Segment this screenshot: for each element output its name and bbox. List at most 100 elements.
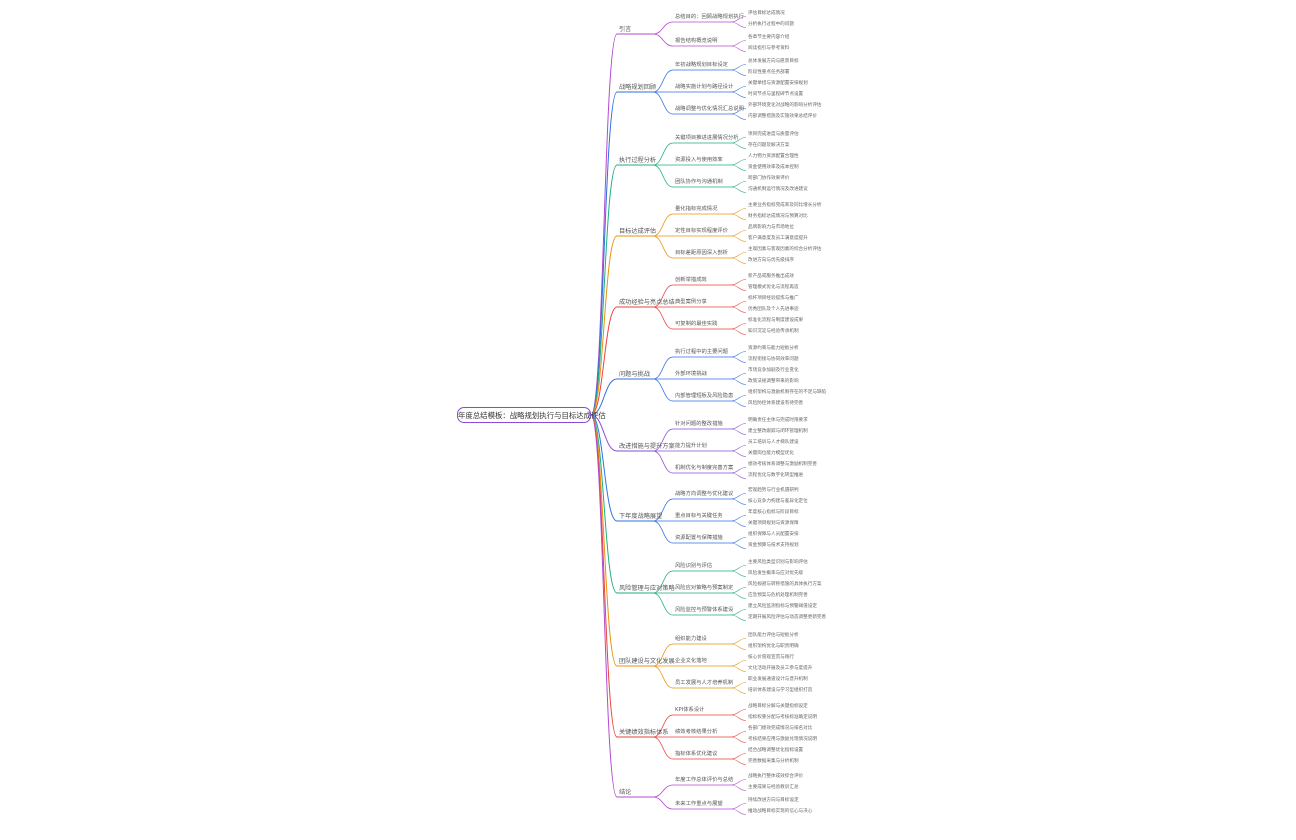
branch-topic[interactable]: 下年度战略展望 (619, 513, 663, 520)
leaf-topic[interactable]: 完善数据采集与分析机制 (748, 758, 799, 764)
leaf-topic[interactable]: 财务指标达成情况与预算对比 (748, 213, 808, 219)
subtopic[interactable]: 创新举措成效 (675, 277, 707, 283)
leaf-topic[interactable]: 流程衔接与协同效率问题 (748, 356, 799, 362)
subtopic[interactable]: 年初战略规划目标设定 (675, 62, 728, 68)
subtopic[interactable]: 报告结构概览说明 (675, 38, 718, 44)
leaf-topic[interactable]: 新产品或服务推出成效 (748, 273, 794, 279)
leaf-topic[interactable]: 宏观趋势与行业机遇研判 (748, 487, 799, 493)
branch-topic[interactable]: 风险管理与应对策略 (619, 585, 675, 592)
leaf-topic[interactable]: 人力物力资源配置合理性 (748, 153, 799, 159)
leaf-topic[interactable]: 评估目标达成情况 (748, 10, 785, 16)
leaf-topic[interactable]: 关键岗位能力模型优化 (748, 450, 794, 456)
subtopic[interactable]: 重点目标与关键任务 (675, 513, 723, 519)
leaf-topic[interactable]: 应急预案与危机处理机制完善 (748, 592, 808, 598)
subtopic[interactable]: 企业文化落地 (675, 658, 707, 664)
root-topic[interactable]: 年度总结模板：战略规划执行与目标达成评估 (457, 407, 606, 423)
leaf-topic[interactable]: 战略目标分解与关键指标设定 (748, 703, 808, 709)
leaf-topic[interactable]: 阶段性重点任务部署 (748, 69, 790, 75)
leaf-topic[interactable]: 推动战略目标实现的信心与决心 (748, 808, 813, 814)
leaf-topic[interactable]: 年度核心指标与阶段目标 (748, 509, 799, 515)
leaf-topic[interactable]: 组织架构优化与职责明确 (748, 643, 799, 649)
leaf-topic[interactable]: 各部门绩效完成情况与排名对比 (748, 725, 813, 731)
subtopic[interactable]: 未来工作重点与展望 (675, 801, 723, 807)
leaf-topic[interactable]: 资金使用效率及成本控制 (748, 164, 799, 170)
leaf-topic[interactable]: 风险发生概率与应对优先级 (748, 570, 804, 576)
leaf-topic[interactable]: 客户满意度及员工满意度提升 (748, 235, 808, 241)
leaf-topic[interactable]: 风险防控体系建设有待完善 (748, 400, 804, 406)
leaf-topic[interactable]: 优秀团队及个人先进事迹 (748, 306, 799, 312)
leaf-topic[interactable]: 结合战略调整优化指标设置 (748, 747, 804, 753)
subtopic[interactable]: 战略实施计划与路径设计 (675, 84, 734, 90)
branch-topic[interactable]: 执行过程分析 (619, 157, 657, 164)
leaf-topic[interactable]: 战略执行整体成效综合评价 (748, 773, 804, 779)
branch-topic[interactable]: 改进措施与提升方案 (619, 443, 675, 450)
branch-topic[interactable]: 成功经验与亮点总结 (619, 299, 675, 306)
subtopic[interactable]: 定性目标实现程度评价 (675, 228, 728, 234)
subtopic[interactable]: 风险监控与预警体系建设 (675, 607, 734, 613)
subtopic[interactable]: 指标体系优化建议 (675, 751, 718, 757)
subtopic[interactable]: 目标差距原因深入剖析 (675, 250, 728, 256)
leaf-topic[interactable]: 总体发展方向与愿景目标 (748, 58, 799, 64)
subtopic[interactable]: 组织能力建设 (675, 636, 707, 642)
leaf-topic[interactable]: 组织架构与激励机制存在的不足与缺陷 (748, 389, 827, 395)
leaf-topic[interactable]: 市场竞争加剧及行业变化 (748, 367, 799, 373)
leaf-topic[interactable]: 内部调整措施及实施效果总结评价 (748, 113, 817, 119)
subtopic[interactable]: 战略调整与优化情况汇总说明 (675, 106, 744, 112)
leaf-topic[interactable]: 组织保障与人员配置安排 (748, 531, 799, 537)
subtopic[interactable]: 能力提升计划 (675, 443, 707, 449)
leaf-topic[interactable]: 流程优化与数字化转型推进 (748, 472, 804, 478)
leaf-topic[interactable]: 团队能力评估与短板分析 (748, 632, 799, 638)
leaf-topic[interactable]: 定期开展风险评估与动态调整更新完善 (748, 614, 827, 620)
leaf-topic[interactable]: 建立整改跟踪与闭环管理机制 (748, 428, 808, 434)
branch-topic[interactable]: 目标达成评估 (619, 228, 657, 235)
leaf-topic[interactable]: 管理模式优化与流程再造 (748, 284, 799, 290)
leaf-topic[interactable]: 标准化流程与制度建设成果 (748, 317, 804, 323)
branch-topic[interactable]: 引言 (619, 26, 632, 33)
leaf-topic[interactable]: 时间节点与里程碑节点设置 (748, 91, 804, 97)
leaf-topic[interactable]: 标杆项目经验提炼与推广 (748, 295, 799, 301)
leaf-topic[interactable]: 主要成果与经验教训汇总 (748, 784, 799, 790)
leaf-topic[interactable]: 资金预算与技术支持规划 (748, 542, 799, 548)
leaf-topic[interactable]: 持续改进方向与目标设定 (748, 797, 799, 803)
leaf-topic[interactable]: 核心竞争力构建与差异化定位 (748, 498, 808, 504)
leaf-topic[interactable]: 核心价值观宣贯与践行 (748, 654, 794, 660)
subtopic[interactable]: 资源投入与使用效率 (675, 157, 723, 163)
subtopic[interactable]: 外部环境挑战 (675, 371, 707, 377)
leaf-topic[interactable]: 指标权重分配与考核标准确定说明 (748, 714, 817, 720)
leaf-topic[interactable]: 改进方向与优先级排序 (748, 257, 794, 263)
leaf-topic[interactable]: 分析执行过程中的问题 (748, 21, 794, 27)
leaf-topic[interactable]: 主要风险类型识别与影响评估 (748, 559, 808, 565)
leaf-topic[interactable]: 风险规避与转移措施的具体执行方案 (748, 581, 822, 587)
subtopic[interactable]: 年度工作总体评价与总结 (675, 777, 734, 783)
leaf-topic[interactable]: 知识沉淀与经验传承机制 (748, 328, 799, 334)
subtopic[interactable]: 绩效考核结果分析 (675, 729, 718, 735)
leaf-topic[interactable]: 绩效考核体系调整与激励机制完善 (748, 461, 817, 467)
leaf-topic[interactable]: 外部环境变化对战略的影响分析评估 (748, 102, 822, 108)
subtopic[interactable]: 战略方向调整与优化建议 (675, 491, 734, 497)
leaf-topic[interactable]: 考核结果应用与激励兑现情况说明 (748, 736, 817, 742)
leaf-topic[interactable]: 存在问题及解决方案 (748, 142, 790, 148)
leaf-topic[interactable]: 沟通机制运行情况及改进建议 (748, 186, 808, 192)
leaf-topic[interactable]: 跨部门协作效果评价 (748, 175, 790, 181)
leaf-topic[interactable]: 各章节主要内容介绍 (748, 34, 790, 40)
subtopic[interactable]: 资源配置与保障措施 (675, 535, 723, 541)
subtopic[interactable]: 内部管理短板及风险隐患 (675, 393, 734, 399)
leaf-topic[interactable]: 关键项目规划与资源保障 (748, 520, 799, 526)
leaf-topic[interactable]: 品牌影响力与市场地位 (748, 224, 794, 230)
leaf-topic[interactable]: 明确责任主体与完成时限要求 (748, 417, 808, 423)
subtopic[interactable]: 风险识别与评估 (675, 563, 713, 569)
subtopic[interactable]: 典型案例分享 (675, 299, 707, 305)
subtopic[interactable]: 团队协作与沟通机制 (675, 179, 723, 185)
leaf-topic[interactable]: 员工培训与人才梯队建设 (748, 439, 799, 445)
subtopic[interactable]: 风险应对策略与预案制定 (675, 585, 734, 591)
branch-topic[interactable]: 问题与挑战 (619, 371, 650, 378)
subtopic[interactable]: 机制优化与制度完善方案 (675, 465, 734, 471)
subtopic[interactable]: 可复制的最佳实践 (675, 321, 718, 327)
leaf-topic[interactable]: 项目完成进度与质量评估 (748, 131, 799, 137)
subtopic[interactable]: KPI体系设计 (675, 707, 705, 713)
branch-topic[interactable]: 关键绩效指标体系 (619, 729, 669, 736)
leaf-topic[interactable]: 关键举措与资源配置安排规划 (748, 80, 808, 86)
branch-topic[interactable]: 战略规划回顾 (619, 84, 657, 91)
leaf-topic[interactable]: 文化活动开展及员工参与度提升 (748, 665, 813, 671)
leaf-topic[interactable]: 主要业务指标完成率及同比增长分析 (748, 202, 822, 208)
